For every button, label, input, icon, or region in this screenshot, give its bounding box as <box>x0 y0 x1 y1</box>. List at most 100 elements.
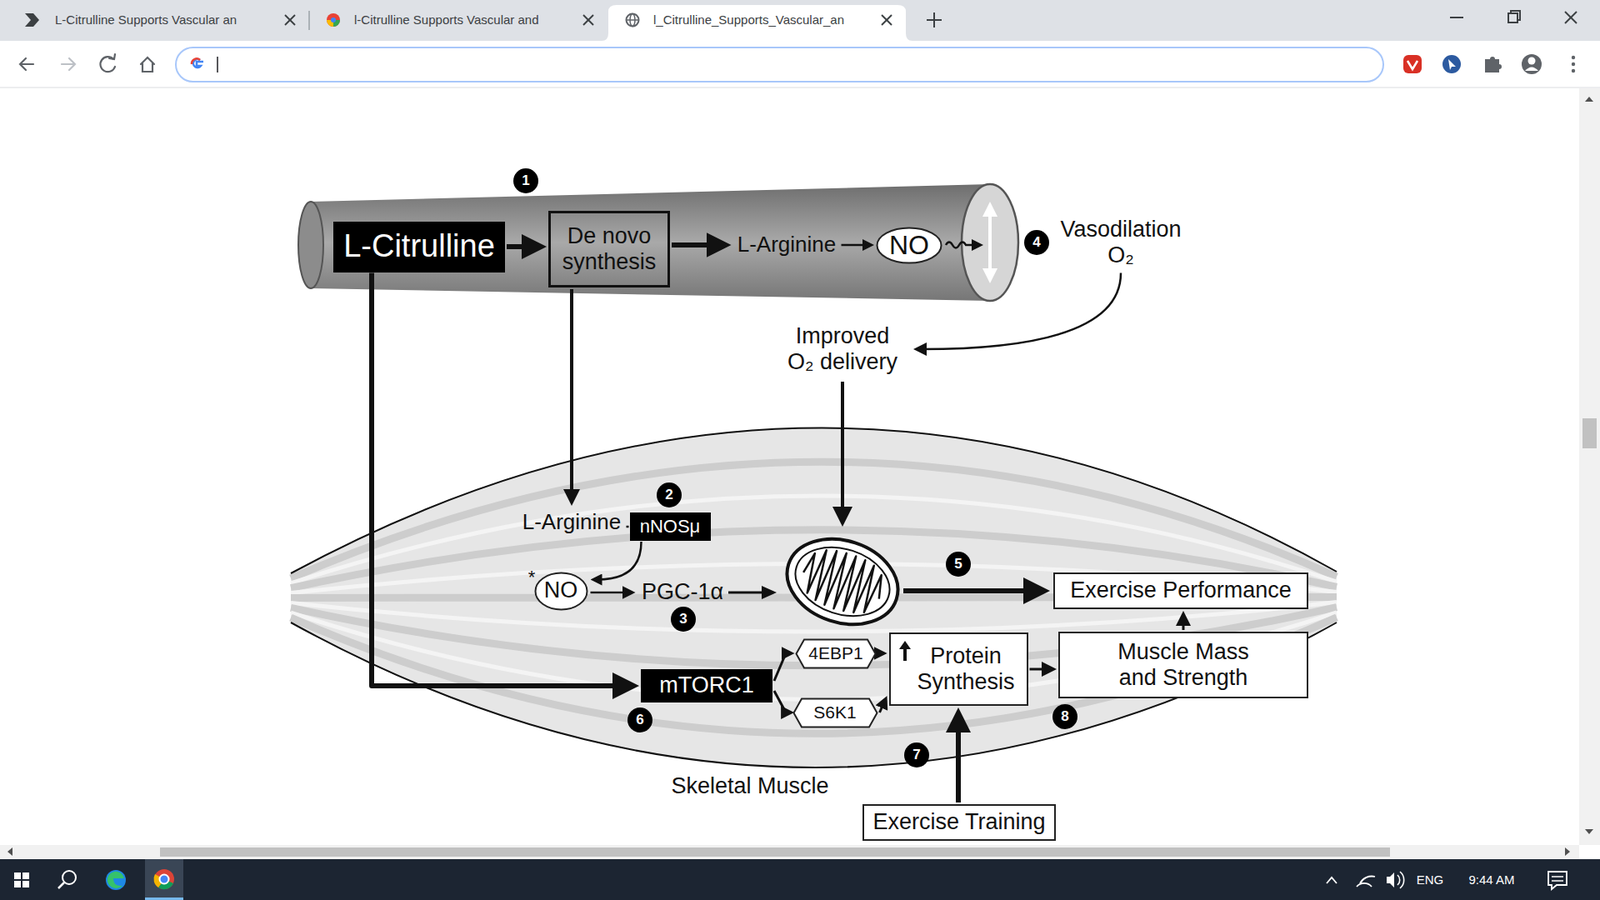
tab-title: l-Citrulline Supports Vascular and <box>354 12 540 27</box>
browser-chrome <box>20 58 34 70</box>
callout-number: 3 <box>670 606 696 632</box>
text-label: * <box>528 566 536 588</box>
process-box: De novo synthesis <box>548 210 670 288</box>
node-text: Exercise Performance <box>1070 577 1292 604</box>
layout-arrows <box>1023 577 1050 605</box>
node-text: Exercise Training <box>872 809 1045 835</box>
browser-chrome <box>0 40 1600 88</box>
connector-arrow <box>841 244 868 247</box>
browser-chrome <box>145 859 184 900</box>
browser-chrome <box>1386 872 1395 888</box>
browser-chrome <box>20 54 155 72</box>
enzyme-box: nNOSμ <box>630 512 711 541</box>
browser-chrome <box>1326 877 1337 884</box>
outcome-box: Muscle Mass and Strength <box>1058 631 1309 699</box>
increase-arrow <box>903 647 907 661</box>
connector-arrow <box>774 653 787 681</box>
browser-chrome <box>145 897 184 900</box>
browser-chrome <box>1525 67 1539 72</box>
browser-chrome <box>1508 13 1518 23</box>
enzyme-box: mTORC1 <box>640 669 773 703</box>
node-text: De novo synthesis <box>559 223 660 275</box>
skeletal-muscle <box>290 427 1337 768</box>
browser-chrome <box>1582 418 1597 449</box>
browser-chrome <box>1579 88 1600 845</box>
browser-chrome <box>625 19 640 21</box>
browser-chrome <box>330 17 336 23</box>
process-box: Protein Synthesis <box>889 632 1029 706</box>
blood-vessel <box>982 201 998 217</box>
browser-chrome <box>933 12 935 28</box>
node-text: nNOSμ <box>640 515 701 537</box>
browser-chrome <box>1510 10 1520 20</box>
browser-chrome <box>160 875 170 885</box>
browser-chrome <box>601 5 913 41</box>
outcome-box: Exercise Performance <box>1053 572 1309 610</box>
browser-chrome <box>58 882 65 889</box>
input-box: Exercise Training <box>862 804 1056 841</box>
browser-chrome <box>1571 69 1575 73</box>
browser-chrome <box>1450 16 1464 19</box>
node-text: Protein Synthesis <box>914 643 1019 695</box>
node-text: NO <box>544 577 579 604</box>
mitochondrion <box>795 542 890 621</box>
skeletal-muscle <box>290 622 1337 768</box>
layout-arrows <box>832 506 853 527</box>
browser-chrome <box>1585 96 1594 102</box>
browser-chrome <box>7 847 13 856</box>
mitochondrion <box>775 525 910 638</box>
browser-chrome <box>0 845 1580 860</box>
browser-chrome <box>308 10 310 30</box>
connector-arrow <box>1182 620 1185 630</box>
layout-arrows <box>728 239 1050 605</box>
browser-chrome <box>1551 880 1564 882</box>
browser-chrome <box>154 869 175 890</box>
blood-vessel <box>982 268 998 284</box>
connector-arrow <box>597 541 642 580</box>
browser-chrome <box>22 880 30 888</box>
connector-arrow <box>774 690 787 713</box>
tray-text: ENG <box>1416 872 1445 887</box>
node-text: Vasodilation O₂ <box>1054 216 1188 269</box>
browser-chrome <box>881 15 892 25</box>
connector-arrow <box>880 703 885 713</box>
browser-chrome <box>193 59 204 68</box>
browser-chrome <box>583 15 594 25</box>
layout-arrows <box>971 239 984 251</box>
connector-arrow <box>1030 668 1049 671</box>
hexagon-outline <box>793 698 877 727</box>
node-text: L-Arginine <box>522 510 622 535</box>
ellipse-outline <box>535 572 587 610</box>
browser-chrome <box>22 872 30 880</box>
connector-arrow <box>371 273 624 687</box>
browser-chrome <box>25 13 40 27</box>
browser-chrome <box>14 872 21 880</box>
effect-label: Improved O₂ delivery <box>776 321 909 378</box>
layout-arrows <box>728 591 765 595</box>
tab-title: L-Citrulline Supports Vascular an <box>55 12 237 27</box>
browser-chrome <box>140 57 155 72</box>
browser-chrome <box>1571 62 1575 66</box>
browser-chrome <box>14 872 30 888</box>
blood-vessel <box>961 184 1019 301</box>
callout-number: 1 <box>513 168 539 194</box>
connector-arrow <box>955 722 961 803</box>
node-text: Muscle Mass and Strength <box>1104 639 1263 691</box>
browser-chrome <box>1571 55 1575 60</box>
browser-chrome <box>1565 11 1577 24</box>
browser-chrome <box>62 870 76 885</box>
browser-chrome <box>191 58 200 65</box>
browser-chrome <box>0 859 1600 900</box>
molecule-label: L-Arginine <box>519 508 625 537</box>
browser-chrome <box>175 47 1384 82</box>
mitochondrion <box>775 525 910 638</box>
callout-number: 5 <box>945 551 971 577</box>
browser-chrome <box>109 54 115 60</box>
browser-chrome <box>1585 829 1594 835</box>
node-text: NO <box>889 230 930 261</box>
connector-arrow <box>626 525 630 529</box>
browser-chrome <box>1521 54 1542 75</box>
browser-chrome <box>1528 57 1536 65</box>
browser-chrome <box>105 870 126 890</box>
browser-chrome <box>1407 60 1418 70</box>
